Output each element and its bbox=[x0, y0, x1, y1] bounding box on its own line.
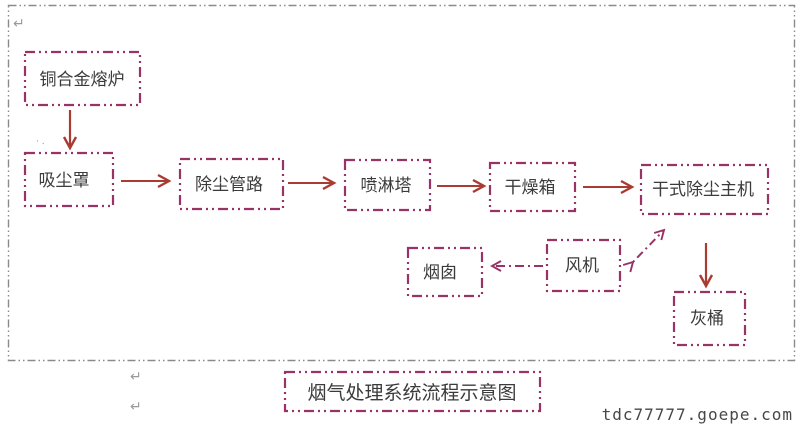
dryer-label: 干燥箱 bbox=[505, 178, 556, 198]
main-machine-box bbox=[639, 163, 770, 216]
ash-bucket-label: 灰桶 bbox=[690, 309, 724, 329]
diagram-title-box bbox=[283, 370, 542, 413]
chimney-box bbox=[406, 246, 484, 298]
diagram-title: 烟气处理系统流程示意图 bbox=[307, 382, 516, 404]
fan-box bbox=[545, 238, 622, 293]
dryer-box bbox=[488, 161, 577, 213]
paragraph-mark-bottom-1: ↵ bbox=[130, 369, 142, 385]
paragraph-mark-bottom-2: ↵ bbox=[130, 399, 142, 415]
pipeline-label: 除尘管路 bbox=[195, 175, 263, 195]
arrow-fan-main-machine-bidirectional bbox=[622, 228, 666, 273]
stray-dots-mark: · . bbox=[36, 137, 45, 147]
pipeline-box bbox=[178, 157, 285, 211]
paragraph-mark-top: ↵ bbox=[13, 16, 25, 32]
fan-label: 风机 bbox=[565, 256, 599, 276]
spray-tower-box bbox=[343, 158, 432, 212]
watermark-text: tdc77777.goepe.com bbox=[602, 405, 793, 424]
ash-bucket-box bbox=[672, 290, 747, 347]
furnace-label: 铜合金熔炉 bbox=[40, 70, 125, 90]
furnace-box bbox=[23, 50, 142, 107]
hood-box bbox=[23, 151, 115, 208]
main-machine-label: 干式除尘主机 bbox=[652, 180, 754, 200]
spray-tower-label: 喷淋塔 bbox=[361, 176, 412, 196]
hood-label: 吸尘罩 bbox=[39, 171, 90, 191]
outer-border bbox=[7, 4, 796, 362]
chimney-label: 烟囱 bbox=[423, 263, 457, 283]
